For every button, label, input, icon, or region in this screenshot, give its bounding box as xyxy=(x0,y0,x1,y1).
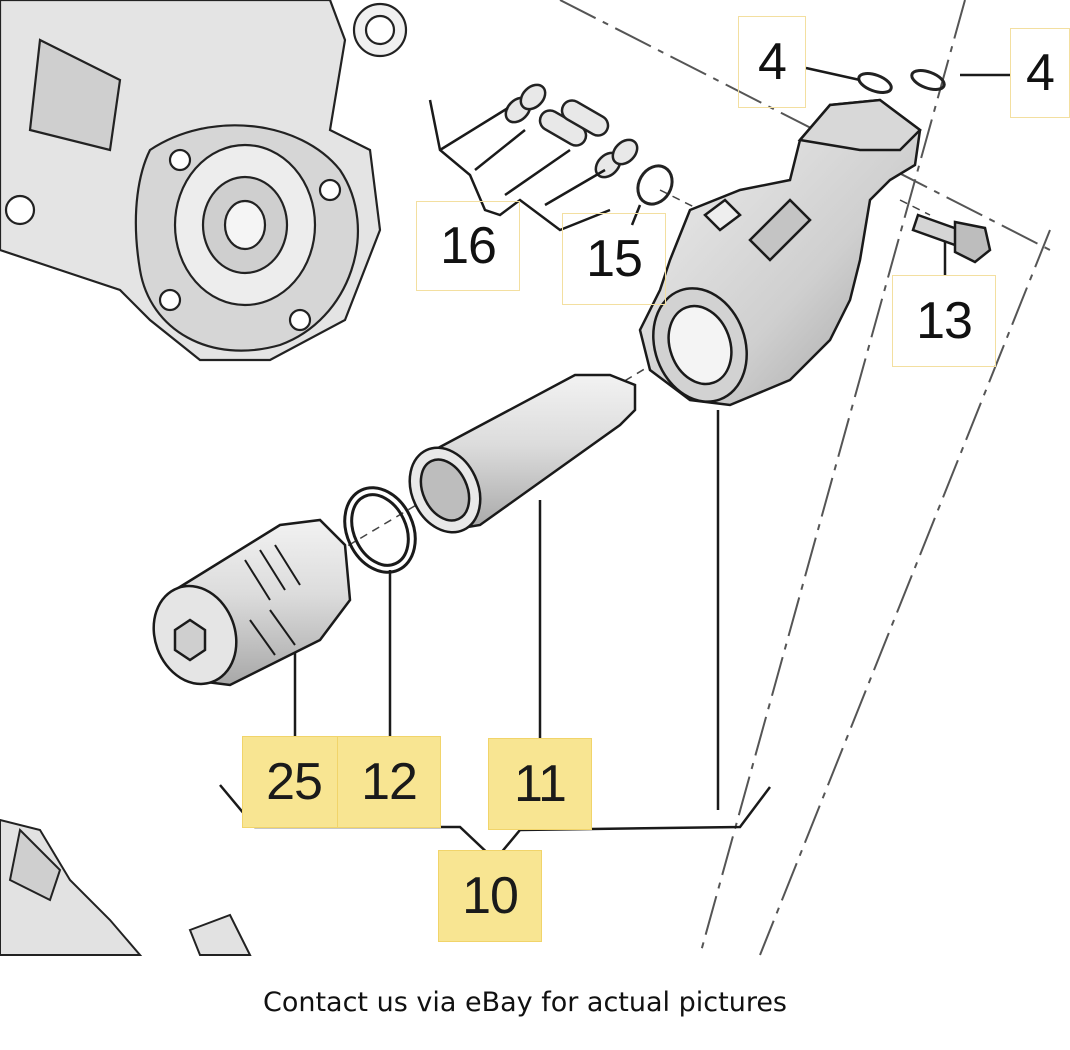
seal-rings-4 xyxy=(857,68,946,95)
bolt-13 xyxy=(911,213,992,264)
callout-15: 15 xyxy=(562,213,666,305)
transmission-housing xyxy=(0,0,408,362)
callout-11[interactable]: 11 xyxy=(488,738,592,830)
part-15-ring xyxy=(636,164,674,206)
callout-12[interactable]: 12 xyxy=(337,736,441,828)
part-16-seals xyxy=(504,83,639,179)
callout-25[interactable]: 25 xyxy=(242,736,346,828)
boundary-lines xyxy=(559,0,1051,956)
callout-10[interactable]: 10 xyxy=(438,850,542,942)
lower-housing xyxy=(0,818,252,956)
callout-4-right: 4 xyxy=(1010,28,1070,118)
parts-diagram xyxy=(0,0,1051,956)
o-ring-12 xyxy=(343,486,417,574)
caption-text: Contact us via eBay for actual pictures xyxy=(262,987,788,1018)
callout-16: 16 xyxy=(416,201,520,291)
callout-4-left: 4 xyxy=(738,16,806,108)
filter-element xyxy=(408,373,637,534)
filter-cap-25 xyxy=(152,518,352,687)
filter-housing xyxy=(638,98,922,407)
callout-13: 13 xyxy=(892,275,996,367)
